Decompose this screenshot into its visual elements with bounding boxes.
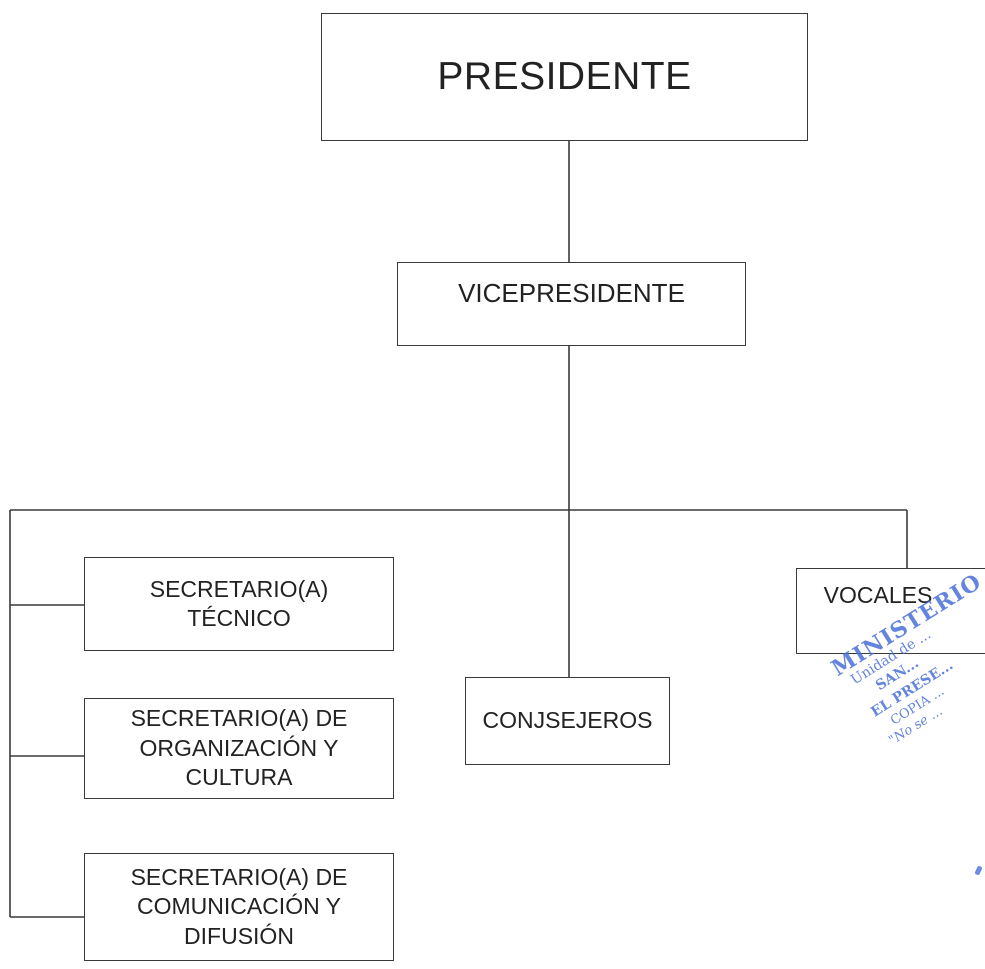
secretario-tecnico-box: SECRETARIO(A) TÉCNICO xyxy=(84,557,394,651)
secretario-organizacion-box: SECRETARIO(A) DE ORGANIZACIÓN Y CULTURA xyxy=(84,698,394,799)
vocales-label: VOCALES xyxy=(823,582,933,608)
secretario-comunicacion-box: SECRETARIO(A) DE COMUNICACIÓN Y DIFUSIÓN xyxy=(84,853,394,961)
presidente-label: PRESIDENTE xyxy=(437,55,692,99)
vocales-box: VOCALES xyxy=(796,568,985,654)
secretario-organizacion-label: SECRETARIO(A) DE ORGANIZACIÓN Y CULTURA xyxy=(130,705,348,791)
conjsejeros-box: CONJSEJEROS xyxy=(465,677,670,765)
vicepresidente-box: VICEPRESIDENTE xyxy=(397,262,746,346)
secretario-tecnico-label: SECRETARIO(A) TÉCNICO xyxy=(149,575,329,631)
conjsejeros-label: CONJSEJEROS xyxy=(482,707,653,734)
presidente-box: PRESIDENTE xyxy=(321,13,808,141)
secretario-comunicacion-label: SECRETARIO(A) DE COMUNICACIÓN Y DIFUSIÓN xyxy=(130,863,348,949)
vicepresidente-label: VICEPRESIDENTE xyxy=(458,278,685,308)
